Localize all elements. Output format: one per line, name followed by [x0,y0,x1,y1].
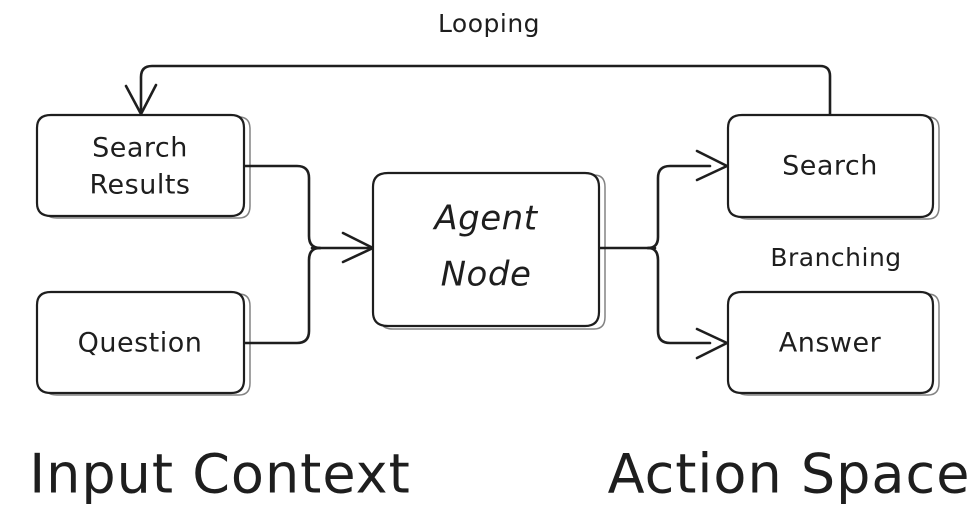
agent-node-box [371,171,601,328]
search-results-to-agent-path [243,164,322,250]
branching-label: Branching [770,243,901,272]
edge-inputs-to-agent [243,164,375,345]
agent-to-search-path [646,164,712,250]
search-box [726,113,935,219]
node-search-results[interactable]: Search Results [35,113,251,219]
answer-box [726,290,935,395]
agent-to-answer-path [646,246,712,345]
node-answer[interactable]: Answer [726,290,940,396]
question-box [35,290,246,395]
node-question[interactable]: Question [35,290,251,396]
looping-edge-path [139,64,832,116]
search-results-label-line2: Results [90,170,191,201]
edge-agent-to-actions [598,149,729,360]
node-search[interactable]: Search [726,113,940,220]
node-agent-node[interactable]: Agent Node [371,171,606,330]
edge-looping [124,64,832,116]
search-results-box [35,113,246,218]
section-label-input-context: Input Context [29,443,411,506]
agent-node-label-line2: Node [441,255,532,295]
looping-label: Looping [438,9,540,38]
search-label: Search [782,151,878,182]
question-to-agent-path [243,246,322,345]
agent-node-label-line1: Agent [432,199,538,239]
answer-label: Answer [779,328,882,359]
section-label-action-space: Action Space [608,443,971,506]
question-label: Question [78,328,203,359]
search-results-label-line1: Search [92,133,188,164]
